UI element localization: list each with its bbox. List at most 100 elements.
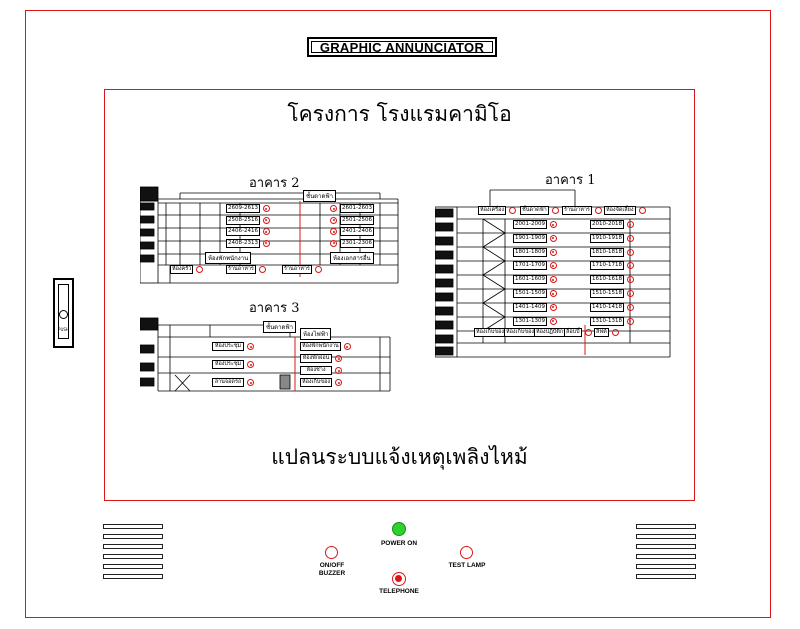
zone-alarm-led (584, 329, 592, 336)
b2-left-zone: 2408-2313 (226, 238, 270, 248)
b1-right-zone: 1910-1918 (590, 233, 634, 243)
b3-right-zone: ห้องช่าง (300, 366, 342, 375)
b1-left-zone: 1701-1709 (513, 261, 557, 271)
zone-label: ลานจอดรถ (212, 378, 244, 387)
zone-label: 1301-1309 (513, 316, 547, 326)
building-2-elevation (140, 186, 399, 284)
zone-alarm-led (330, 205, 337, 212)
zone-alarm-led (626, 317, 634, 325)
zone-alarm-led (196, 266, 204, 273)
zone-label: 1510-1518 (590, 289, 624, 298)
zone-alarm-led (626, 248, 634, 256)
b2-bottom-zone: ห้องครัว (170, 265, 204, 274)
b1-top-zone: ห้องเครื่อง (478, 206, 517, 215)
b1-left-zone: 1501-1509 (513, 289, 557, 298)
graphic-area (104, 89, 695, 501)
zone-label: 2508-2516 (226, 215, 260, 225)
plan-caption: แปลนระบบแจ้งเหตุเพลิงไหม้ (271, 445, 528, 469)
zone-alarm-led (330, 228, 337, 235)
zone-alarm-led (549, 221, 557, 228)
zone-label: 1601-1609 (513, 275, 547, 285)
b2-left-zone: 2508-2516 (226, 215, 270, 225)
zone-alarm-led (549, 248, 557, 256)
zone-alarm-led (247, 379, 254, 386)
b2-ground-left: ห้องพักพนักงาน (205, 252, 252, 264)
test-lamp-button[interactable] (460, 546, 473, 559)
zone-alarm-led (335, 367, 342, 374)
b3-left-zone: ห้องประชุม (212, 360, 254, 369)
telephone-label: TELEPHONE (379, 588, 419, 595)
zone-label: 2601-2603 (340, 204, 374, 213)
zone-label: 2010-2018 (590, 220, 624, 229)
buzzer-label-1: ON/OFF (319, 562, 345, 569)
speaker-grille-left (103, 524, 163, 584)
zone-alarm-led (626, 276, 634, 284)
b2-right-zone: 2601-2603 (330, 204, 374, 213)
zone-alarm-led (247, 343, 254, 350)
zone-label: ห้องเก็บของ (300, 378, 333, 387)
zone-label: ห้องพักผ่อน (300, 354, 332, 363)
b2-left-zone: 2406-2416 (226, 227, 270, 236)
zone-label: 2001-2009 (513, 220, 547, 229)
zone-alarm-led (330, 216, 337, 224)
key-switch[interactable]: PUSH (53, 278, 74, 348)
b3-right-zone: ห้องพักผ่อน (300, 354, 342, 363)
zone-label: 1401-1409 (513, 302, 547, 312)
b1-top-zone: ร้านอาหาร (562, 206, 602, 215)
zone-alarm-led (638, 207, 646, 214)
power-on-label: POWER ON (380, 540, 418, 547)
zone-alarm-led (549, 303, 557, 311)
zone-alarm-led (343, 343, 351, 350)
zone-label: ห้องเก็บของ (504, 328, 537, 337)
b1-left-zone: 1301-1309 (513, 316, 557, 326)
zone-label: 1410-1418 (590, 302, 624, 312)
zone-label: 1501-1509 (513, 289, 547, 298)
b1-left-zone: 2001-2009 (513, 220, 557, 229)
b3-extra-tag: ห้องไฟฟ้า (300, 328, 332, 340)
zone-label: ร้านอาหาร (282, 265, 312, 274)
zone-label: ลิฟต์ (594, 328, 609, 337)
zone-label: ชั้นดาดฟ้า (520, 206, 549, 215)
zone-label: ห้องพักพนักงาน (300, 342, 341, 351)
zone-label: ห้องจัดเลี้ยง (604, 206, 636, 215)
zone-alarm-led (335, 379, 343, 386)
speaker-grille-right (636, 524, 696, 584)
zone-label: ล็อบบี้ (564, 328, 582, 337)
b3-left-zone: ลานจอดรถ (212, 378, 254, 387)
zone-alarm-led (626, 290, 634, 297)
b3-left-zone: ห้องประชุม (212, 342, 254, 351)
zone-alarm-led (549, 290, 557, 297)
zone-label: ห้องเก็บของ (474, 328, 507, 337)
zone-label: 2301-2306 (340, 238, 374, 248)
b2-ground-right: ห้องเอกสารอื่น (330, 252, 374, 264)
building-2-label: อาคาร 2 (249, 176, 300, 191)
b1-right-zone: 2010-2018 (590, 220, 634, 229)
key-lock-icon (59, 310, 68, 319)
b2-right-zone: 2301-2306 (330, 238, 374, 248)
zone-alarm-led (262, 239, 270, 247)
b1-top-zone: ชั้นดาดฟ้า (520, 206, 559, 215)
power-on-led (392, 522, 406, 536)
zone-label: 2401-2406 (340, 227, 374, 236)
zone-label: 1310-1318 (590, 316, 624, 326)
b2-roof-tag: ชั้นดาดฟ้า (303, 190, 336, 202)
b1-right-zone: 1410-1418 (590, 302, 634, 312)
telephone-jack[interactable] (392, 572, 406, 586)
zone-label: ห้องช่าง (300, 366, 332, 375)
building-1-label: อาคาร 1 (545, 173, 596, 188)
project-title: โครงการ โรงแรมคามิโอ (287, 102, 512, 126)
zone-label: 1801-1809 (513, 247, 547, 257)
zone-label: 1701-1709 (513, 261, 547, 271)
b3-right-zone: ห้องพักพนักงาน (300, 342, 351, 351)
zone-alarm-led (262, 205, 270, 212)
zone-alarm-led (262, 216, 270, 224)
b1-top-zone: ห้องจัดเลี้ยง (604, 206, 646, 215)
zone-alarm-led (626, 234, 634, 242)
buzzer-button[interactable] (325, 546, 338, 559)
zone-alarm-led (509, 207, 517, 214)
key-switch-label: PUSH (58, 327, 69, 332)
zone-label: 2406-2416 (226, 227, 260, 236)
zone-label: 1910-1918 (590, 233, 624, 243)
b3-roof-tag: ชั้นดาดฟ้า (263, 321, 296, 333)
b2-left-zone: 2609-2613 (226, 204, 270, 213)
